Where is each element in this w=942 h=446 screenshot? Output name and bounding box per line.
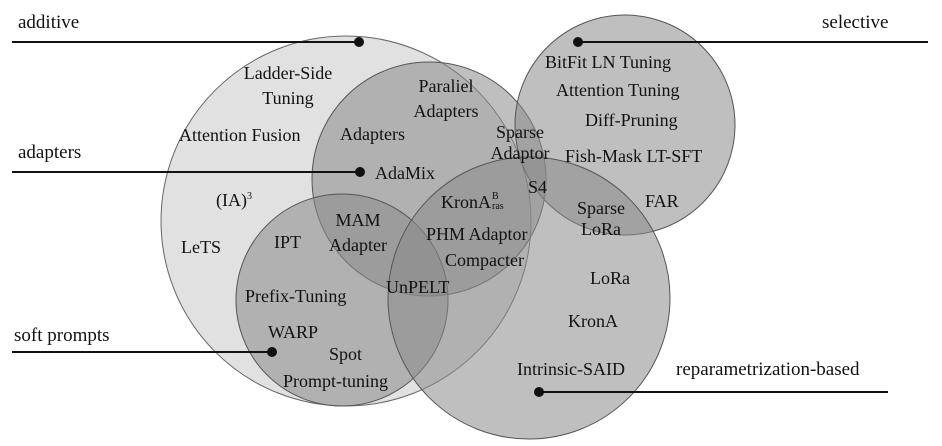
method-spot: Spot xyxy=(329,344,363,364)
method-sparse-adaptor-line1: Sparse xyxy=(495,122,544,142)
method-mam-line2: Adapter xyxy=(329,235,387,255)
method-prompt-tuning: Prompt-tuning xyxy=(283,371,389,391)
method-ia3: (IA)3 xyxy=(216,186,252,211)
method-prefix-tuning: Prefix-Tuning xyxy=(245,286,347,306)
method-adamix: AdaMix xyxy=(375,163,435,183)
method-ia3-base: (IA) xyxy=(216,190,247,210)
label-additive: additive xyxy=(18,12,80,33)
method-s4: S4 xyxy=(528,177,548,197)
method-lora: LoRa xyxy=(590,268,630,288)
method-phm-adaptor: PHM Adaptor xyxy=(426,224,528,244)
method-krona: KronA xyxy=(568,311,618,331)
label-reparametrization: reparametrization-based xyxy=(676,359,860,380)
leader-dot-adapters xyxy=(355,167,365,177)
method-ladder-side-line1: Ladder-Side xyxy=(243,63,333,83)
method-fish-mask: Fish-Mask LT-SFT xyxy=(565,146,703,166)
leader-dot-selective xyxy=(573,37,583,47)
method-diff-pruning: Diff-Pruning xyxy=(585,110,678,130)
method-kronab-base: KronA xyxy=(441,192,491,212)
method-kronab-sub: ras xyxy=(492,201,504,212)
method-warp: WARP xyxy=(268,322,319,342)
method-sparse-lora: Sparse LoRa xyxy=(577,198,625,240)
method-bitfit-ln: BitFit LN Tuning xyxy=(545,52,672,72)
method-ladder-side: Ladder-Side Tuning xyxy=(244,63,333,109)
method-intrinsic-said: Intrinsic-SAID xyxy=(517,359,625,379)
method-mam-adapter: MAM Adapter xyxy=(329,210,387,256)
circle-reparametrization xyxy=(387,156,671,440)
label-soft-prompts: soft prompts xyxy=(14,325,110,346)
method-sparse-lora-line1: Sparse xyxy=(577,198,625,218)
leader-dot-additive xyxy=(354,37,364,47)
leader-dot-soft-prompts xyxy=(267,347,277,357)
method-attention-fusion: Attention Fusion xyxy=(179,125,301,145)
method-sparse-adaptor-line2: Adaptor xyxy=(490,143,550,163)
method-lets: LeTS xyxy=(181,237,221,257)
method-far: FAR xyxy=(645,191,679,211)
method-parallel-adapters: Paraliel Adapters xyxy=(414,76,479,122)
method-kronab-sup: B xyxy=(492,191,499,202)
label-adapters: adapters xyxy=(18,142,82,163)
method-parallel-line2: Adapters xyxy=(413,101,479,121)
method-ipt: IPT xyxy=(274,232,301,252)
leader-dot-reparametrization xyxy=(534,387,544,397)
method-ia3-sup: 3 xyxy=(246,191,252,202)
method-mam-line1: MAM xyxy=(335,210,381,230)
method-unpelt: UnPELT xyxy=(386,277,450,297)
method-compacter: Compacter xyxy=(445,250,524,270)
method-ladder-side-line2: Tuning xyxy=(262,88,314,108)
label-selective: selective xyxy=(822,12,889,33)
method-attention-tuning: Attention Tuning xyxy=(556,80,680,100)
method-sparse-lora-line2: LoRa xyxy=(581,219,621,239)
method-sparse-adaptor: Sparse Adaptor xyxy=(491,122,550,164)
method-parallel-line1: Paraliel xyxy=(418,76,474,96)
method-adapters: Adapters xyxy=(340,124,405,144)
